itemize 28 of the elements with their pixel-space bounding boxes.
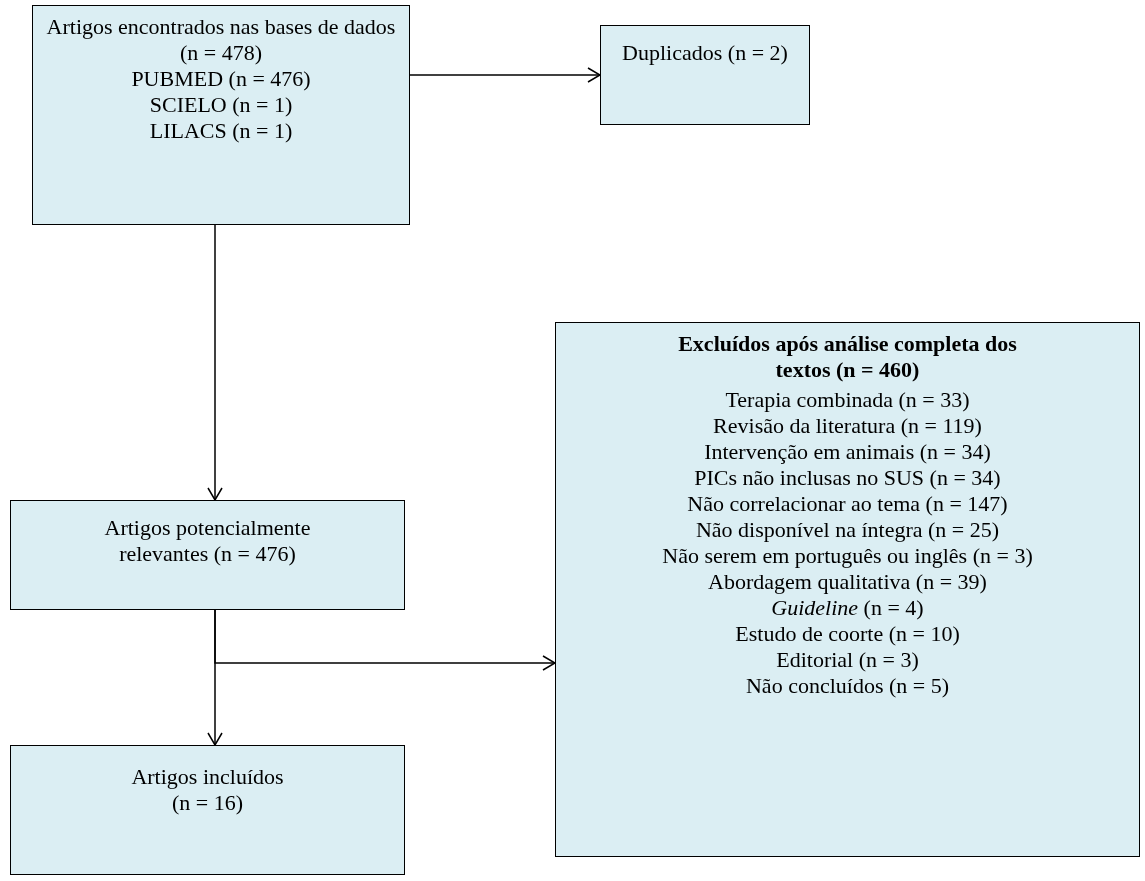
box-text: Revisão da literatura (n = 119)	[712, 413, 983, 439]
box-text: Artigos encontrados nas bases de dados (n = 478)	[45, 14, 397, 66]
process-box	[10, 500, 405, 610]
arrow	[409, 67, 601, 83]
box-text: Estudo de coorte (n = 10)	[734, 621, 961, 647]
box-text: LILACS (n = 1)	[148, 118, 294, 144]
box-text: Não concluídos (n = 5)	[745, 673, 950, 699]
process-box	[32, 5, 410, 225]
box-heading: Excluídos após análise completa dos textos (n = 460)	[677, 331, 1018, 384]
box-text: Artigos incluídos (n = 16)	[130, 764, 285, 816]
box-text: Artigos potencialmente relevantes (n = 476)	[103, 515, 312, 567]
process-box	[555, 322, 1140, 857]
box-text: Intervenção em animais (n = 34)	[703, 439, 992, 465]
box-text: Não serem em português ou inglês (n = 3)	[661, 543, 1034, 569]
box-text: Não correlacionar ao tema (n = 147)	[686, 491, 1009, 517]
process-box	[10, 745, 405, 875]
box-text: PICs não inclusas no SUS (n = 34)	[693, 465, 1002, 491]
box-text: PUBMED (n = 476)	[130, 66, 312, 92]
box-text: SCIELO (n = 1)	[148, 92, 294, 118]
box-text: Duplicados (n = 2)	[621, 40, 789, 66]
box-text: Abordagem qualitativa (n = 39)	[707, 569, 988, 595]
box-text: Não disponível na íntegra (n = 25)	[694, 517, 1001, 543]
arrow	[207, 224, 223, 501]
box-text: Terapia combinada (n = 33)	[724, 387, 971, 413]
box-text: Editorial (n = 3)	[775, 647, 920, 673]
arrow	[214, 609, 556, 671]
process-box	[600, 25, 810, 125]
box-text: Guideline (n = 4)	[770, 595, 925, 621]
